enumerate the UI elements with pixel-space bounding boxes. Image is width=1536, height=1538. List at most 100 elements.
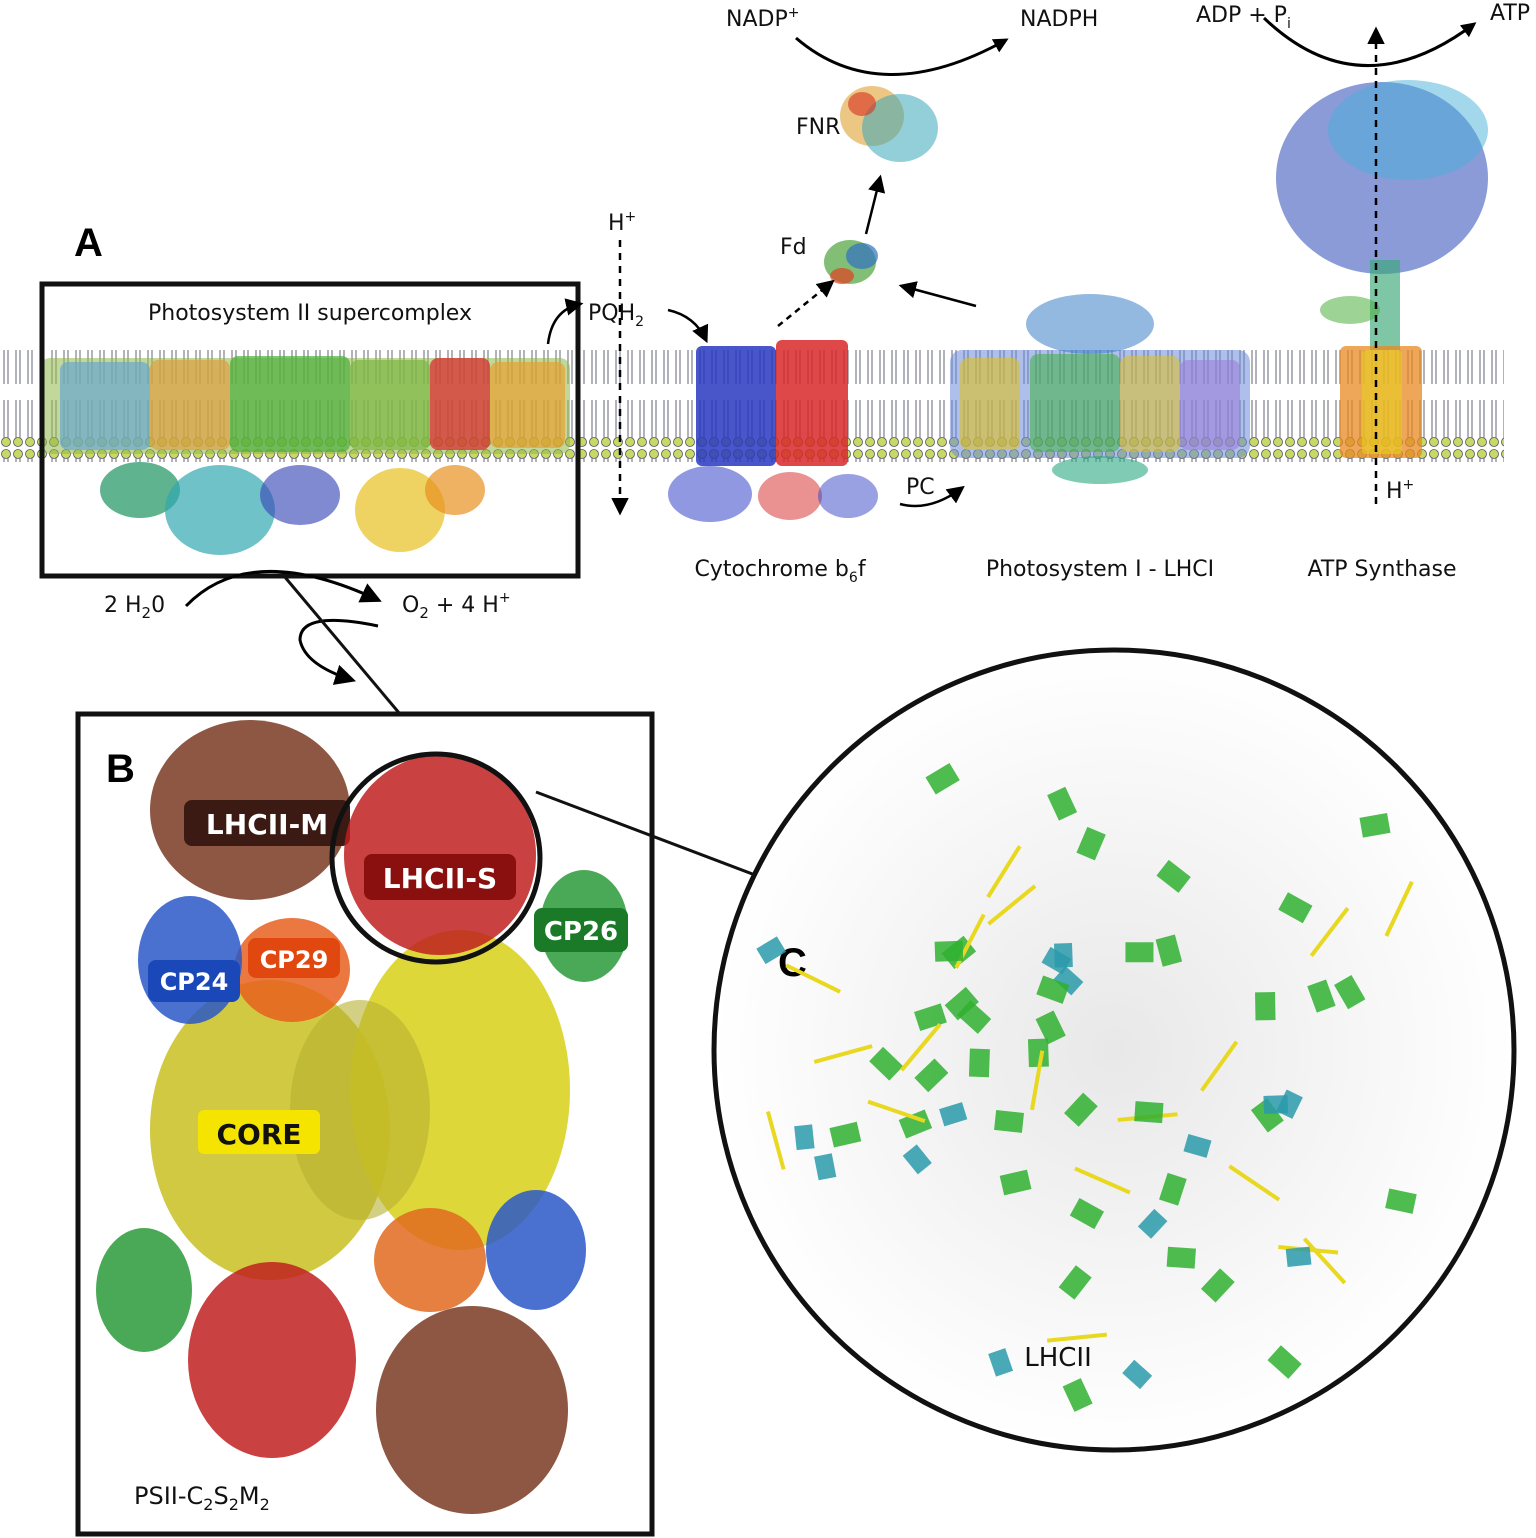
chlorophyll-green [1027, 1038, 1049, 1068]
cp29-lower-structure [374, 1208, 486, 1312]
proton-bottom-label: H+ [1386, 477, 1414, 504]
cyt-to-fd-dashed-arrow [777, 279, 835, 327]
carotenoid [1200, 1040, 1239, 1092]
carotenoid [986, 845, 1022, 899]
chlorophyll-green [1156, 859, 1191, 893]
cytb6f-label: Cytochrome b6f [694, 557, 866, 586]
chlorophyll-green [869, 1046, 904, 1081]
lhcii-m-tag-bg [184, 800, 350, 846]
panel-c: C LHCII [711, 647, 1517, 1453]
fd-structure [824, 240, 878, 284]
water-arrow [184, 569, 382, 608]
carotenoid [900, 1023, 942, 1072]
chlorophyll-green [1076, 826, 1106, 861]
chlorophyll-green [1278, 892, 1313, 924]
cp26-lower-structure [96, 1228, 192, 1352]
cp24-lower-structure [486, 1190, 586, 1310]
lhcii-s-lower-structure [188, 1262, 356, 1458]
lhcii-pigments [756, 762, 1417, 1412]
panel-b: B CORE LHCII-M LHCII-S CP26 CP29 CP24 [75, 711, 655, 1537]
cp24-tag-bg [148, 960, 240, 1002]
carotenoid [987, 884, 1037, 926]
chlorophyll-green [1155, 934, 1183, 967]
carotenoid [867, 1099, 926, 1123]
psii-to-pqh2-arrow [546, 298, 584, 345]
chlorophyll-green [1255, 992, 1276, 1021]
fd-label: Fd [780, 235, 807, 260]
nadph-label: NADPH [1020, 7, 1098, 32]
chlorophyll-green [1250, 1098, 1284, 1133]
chlorophyll-green [934, 940, 964, 962]
chlorophyll-cyan [939, 1102, 968, 1127]
chlorophyll-green [1385, 1188, 1417, 1214]
panel-c-label: LHCII [1024, 1343, 1092, 1373]
cp26-label: CP26 [544, 917, 618, 947]
chlorophyll-cyan [988, 1348, 1014, 1377]
chlorophyll-cyan [1122, 1359, 1153, 1390]
chlorophyll-cyan [1263, 1095, 1289, 1114]
chlorophyll-green [1134, 1101, 1164, 1124]
chlorophyll-green [1166, 1246, 1196, 1269]
chlorophyll-green [1047, 786, 1078, 821]
lhcii-s-highlight-circle [329, 751, 543, 965]
panel-b-letter: B [106, 747, 135, 791]
lhcii-m-lower-structure [376, 1306, 568, 1514]
chlorophyll-green [1036, 975, 1070, 1004]
chlorophyll-green [1267, 1345, 1302, 1379]
cp26-tag-bg [534, 908, 628, 952]
carotenoid [1029, 1050, 1045, 1111]
panel-a-letter: A [74, 221, 103, 265]
chlorophyll-cyan [902, 1144, 932, 1175]
cytochrome-b6f-structure [668, 340, 878, 522]
chlorophyll-green [1200, 1268, 1235, 1303]
cp29-label: CP29 [260, 946, 329, 974]
chlorophyll-cyan [1183, 1133, 1212, 1158]
fnr-structure [840, 86, 938, 162]
chlorophyll-green [1058, 1265, 1092, 1300]
zoom-curl-arrow [298, 619, 379, 685]
chlorophyll-green [1359, 813, 1391, 838]
cp29-tag-bg [248, 938, 340, 978]
psii-structure [40, 356, 570, 555]
chlorophyll-green [1069, 1198, 1105, 1230]
proton-top-label: H+ [608, 209, 636, 236]
fnr-label: FNR [796, 115, 840, 140]
atp-synthase-label: ATP Synthase [1307, 557, 1456, 582]
core-structure [150, 930, 570, 1280]
pc-arrow [899, 485, 965, 508]
chlorophyll-green [994, 1110, 1025, 1133]
chlorophyll-green [829, 1121, 862, 1148]
chlorophyll-cyan [814, 1153, 837, 1181]
carotenoid [1046, 1332, 1108, 1343]
cp24-label: CP24 [160, 968, 229, 996]
psi-to-fd-arrow [898, 281, 977, 308]
chlorophyll-green [1125, 942, 1154, 963]
chlorophyll-green [1035, 1010, 1066, 1045]
adp-arrow [1262, 16, 1477, 67]
carotenoid [785, 963, 841, 994]
chlorophyll-green [968, 1048, 990, 1078]
psii-box-label: Photosystem II supercomplex [148, 301, 472, 326]
chlorophyll-cyan [1041, 946, 1072, 975]
chlorophyll-green [1159, 1172, 1187, 1206]
carotenoid [813, 1044, 873, 1064]
chlorophyll-green [925, 762, 960, 795]
fd-to-fnr-arrow [864, 174, 886, 235]
oxygen-label: O2 + 4 H+ [402, 590, 511, 622]
carotenoid [1302, 1237, 1347, 1285]
chlorophyll-cyan [1285, 1246, 1312, 1267]
pqh2-label: PQH2 [588, 301, 644, 330]
pqh2-to-cyt-arrow [667, 308, 709, 344]
panel-b-caption: PSII-C2S2M2 [134, 1482, 270, 1514]
lhcii-s-label: LHCII-S [383, 862, 497, 895]
nadp-arrow [795, 36, 1009, 76]
panel-a: A Photosystem II supercomplex 2 H20 O2 +… [0, 1, 1530, 685]
panel-c-circle [711, 647, 1517, 1453]
psi-lhci-structure [950, 294, 1250, 484]
psii-zoom-connector [282, 575, 402, 715]
lhcii-m-label: LHCII-M [206, 808, 328, 841]
chlorophyll-green [1307, 979, 1336, 1013]
core-tag-bg [198, 1110, 320, 1154]
psi-label: Photosystem I - LHCI [986, 557, 1214, 582]
